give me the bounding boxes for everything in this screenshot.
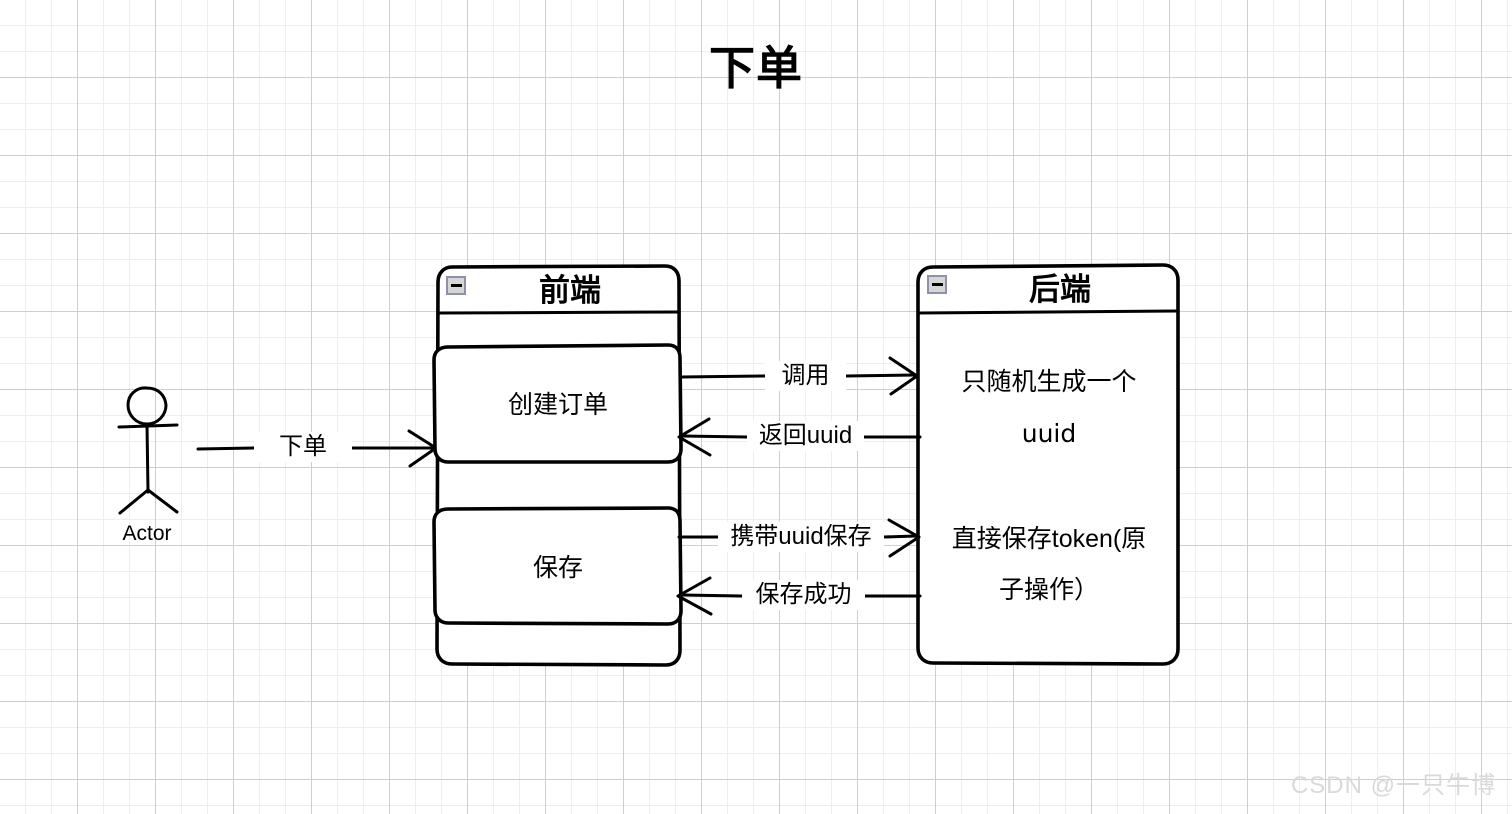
actor-figure: [117, 386, 179, 515]
edge-save-success-line: [676, 576, 922, 616]
edge-save-with-uuid-line: [677, 518, 921, 558]
edge-actor-to-frontend-line: [196, 429, 438, 468]
frontend-node-create-order-shape: [432, 343, 683, 464]
edge-return-uuid-line: [677, 417, 922, 457]
collapse-minus-icon-frontend[interactable]: [446, 276, 466, 295]
frontend-node-save-shape: [432, 506, 683, 626]
edge-call-line: [679, 356, 919, 396]
watermark: CSDN @一只牛博: [1290, 772, 1496, 799]
collapse-minus-icon-backend[interactable]: [927, 275, 947, 294]
backend-frame-shape: [916, 263, 1180, 666]
